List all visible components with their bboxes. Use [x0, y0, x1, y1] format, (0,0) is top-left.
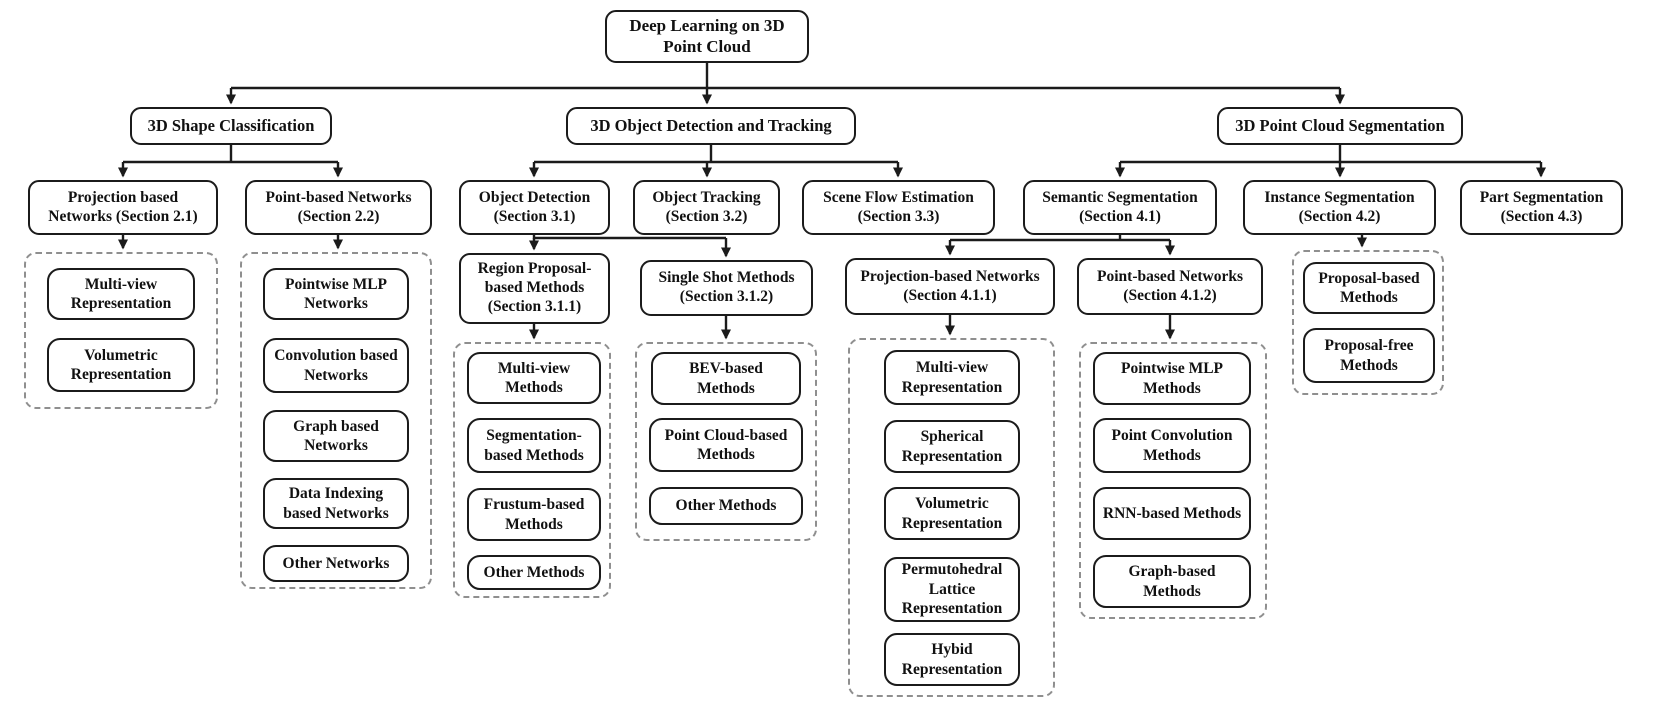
node-object-tracking-3-2: Object Tracking (Section 3.2): [633, 180, 780, 235]
detection-tracking-connectors: [529, 145, 903, 178]
leaf-other-networks: Other Networks: [263, 545, 409, 582]
group-region-proposal-3-1-1: [453, 342, 611, 598]
leaf-pointwise-mlp-methods: Pointwise MLP Methods: [1093, 352, 1251, 405]
leaf-proposal-based-methods: Proposal-based Methods: [1303, 262, 1435, 314]
node-semantic-segmentation-4-1: Semantic Segmentation (Section 4.1): [1023, 180, 1217, 235]
leaf-segmentation-based-methods: Segmentation-based Methods: [467, 418, 601, 473]
leaf-multi-view-representation-4-1-1: Multi-view Representation: [884, 350, 1020, 405]
leaf-convolution-based-networks: Convolution based Networks: [263, 338, 409, 393]
group-single-shot-3-1-2: [635, 342, 817, 541]
group-point-networks-2-2: [240, 252, 432, 589]
leaf-graph-based-methods: Graph-based Methods: [1093, 555, 1251, 608]
segmentation-connectors: [1115, 145, 1546, 178]
group-projection-networks-4-1-1: [848, 338, 1055, 697]
leaf-multi-view-representation-2-1: Multi-view Representation: [47, 268, 195, 320]
node-deep-learning-on-3d-point-cloud: Deep Learning on 3D Point Cloud: [605, 10, 809, 63]
node-instance-segmentation-4-2: Instance Segmentation (Section 4.2): [1243, 180, 1436, 235]
node-3d-point-cloud-segmentation: 3D Point Cloud Segmentation: [1217, 107, 1463, 145]
object-detection-connectors: [529, 235, 731, 258]
group-point-networks-4-1-2: [1079, 342, 1267, 619]
leaf-bev-based-methods: BEV-based Methods: [651, 352, 801, 405]
node-3d-shape-classification: 3D Shape Classification: [130, 107, 332, 145]
leaf-data-indexing-based-networks: Data Indexing based Networks: [263, 478, 409, 529]
node-scene-flow-estimation-3-3: Scene Flow Estimation (Section 3.3): [802, 180, 995, 235]
node-3d-object-detection-and-tracking: 3D Object Detection and Tracking: [566, 107, 856, 145]
leaf-other-methods-3-1-1: Other Methods: [467, 555, 601, 590]
leaf-point-cloud-based-methods: Point Cloud-based Methods: [649, 418, 803, 472]
leaf-volumetric-representation-2-1: Volumetric Representation: [47, 338, 195, 392]
leaf-other-methods-3-1-2: Other Methods: [649, 487, 803, 525]
node-part-segmentation-4-3: Part Segmentation (Section 4.3): [1460, 180, 1623, 235]
node-single-shot-methods-3-1-2: Single Shot Methods (Section 3.1.2): [640, 260, 813, 316]
leaf-rnn-based-methods: RNN-based Methods: [1093, 487, 1251, 540]
group-arrows: [118, 235, 1367, 340]
leaf-proposal-free-methods: Proposal-free Methods: [1303, 328, 1435, 383]
trunk-connectors: [226, 63, 1345, 105]
leaf-frustum-based-methods: Frustum-based Methods: [467, 488, 601, 541]
leaf-hybid-representation: Hybid Representation: [884, 633, 1020, 686]
node-point-based-networks-4-1-2: Point-based Networks (Section 4.1.2): [1077, 258, 1263, 315]
leaf-volumetric-representation-4-1-1: Volumetric Representation: [884, 487, 1020, 540]
leaf-spherical-representation: Spherical Representation: [884, 420, 1020, 473]
leaf-graph-based-networks: Graph based Networks: [263, 410, 409, 462]
semantic-segmentation-connectors: [945, 235, 1175, 256]
shape-classification-connectors: [118, 145, 343, 178]
leaf-point-convolution-methods: Point Convolution Methods: [1093, 418, 1251, 473]
group-projection-networks-2-1: [24, 252, 218, 409]
node-region-proposal-based-methods-3-1-1: Region Proposal-based Methods (Section 3…: [459, 253, 610, 324]
node-point-based-networks-2-2: Point-based Networks (Section 2.2): [245, 180, 432, 235]
leaf-permutohedral-lattice-representation: Permutohedral Lattice Representation: [884, 557, 1020, 622]
node-object-detection-3-1: Object Detection (Section 3.1): [459, 180, 610, 235]
group-instance-segmentation-4-2: [1292, 250, 1444, 395]
leaf-multi-view-methods: Multi-view Methods: [467, 352, 601, 404]
node-projection-based-networks-2-1: Projection based Networks (Section 2.1): [28, 180, 218, 235]
leaf-pointwise-mlp-networks: Pointwise MLP Networks: [263, 268, 409, 320]
node-projection-based-networks-4-1-1: Projection-based Networks (Section 4.1.1…: [845, 258, 1055, 315]
